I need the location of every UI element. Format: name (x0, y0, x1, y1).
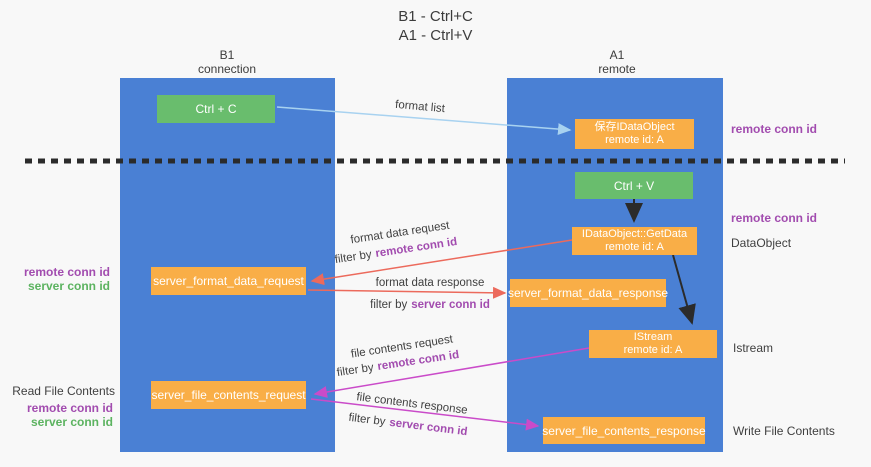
save-idataobject-title: 保存IDataObject (594, 121, 675, 133)
left-column-header: B1 connection (167, 48, 287, 76)
format-list-label: format list (395, 99, 446, 115)
right-remote-conn-id-mid: remote conn id (731, 211, 818, 225)
left-remote-conn-id-1: remote conn id (23, 265, 110, 279)
server-file-contents-request-node: server_file_contents_request (151, 381, 306, 409)
file-contents-response-text: file contents response (355, 391, 469, 417)
idataobject-getdata-node: IDataObject::GetData remote id: A (572, 227, 697, 255)
server-format-data-response-node: server_format_data_response (507, 279, 669, 307)
save-idataobject-remote-id: remote id: A (605, 134, 664, 146)
server-file-contents-response-label: server_file_contents_response (542, 423, 706, 438)
ctrl-v-label: Ctrl + V (613, 178, 655, 193)
server-format-data-request-node: server_format_data_request (151, 267, 306, 295)
dataobject-label: DataObject (731, 236, 792, 250)
left-conn-id-group-2: remote conn id server conn id (0, 401, 113, 429)
title-line-1: B1 - Ctrl+C (398, 8, 473, 25)
server-file-contents-response-node: server_file_contents_response (542, 417, 706, 444)
save-idataobject-node: 保存IDataObject remote id: A (575, 119, 694, 149)
ctrl-v-node: Ctrl + V (575, 172, 693, 199)
filter-by-text-4: filter by (347, 411, 387, 429)
title-line-2: A1 - Ctrl+V (398, 27, 473, 44)
read-file-contents-label: Read File Contents (12, 384, 115, 398)
istream-side-label: Istream (733, 341, 774, 355)
format-data-response-text: format data response (375, 277, 485, 289)
idataobject-getdata-remote-id: remote id: A (605, 241, 664, 253)
filter-by-text-1: filter by (334, 248, 373, 267)
file-contents-response-label: file contents response (356, 391, 469, 417)
left-server-conn-id-1: server conn id (27, 279, 110, 293)
diagram-title: B1 - Ctrl+C A1 - Ctrl+V (0, 7, 871, 45)
write-file-contents-label: Write File Contents (733, 424, 835, 438)
right-column-name: A1 (609, 48, 625, 62)
ctrl-c-label: Ctrl + C (195, 102, 237, 116)
server-format-data-request-label: server_format_data_request (153, 274, 304, 288)
filter-by-text-3: filter by (336, 361, 375, 380)
server-format-data-response-label: server_format_data_response (507, 286, 669, 300)
right-column-role: remote (598, 62, 636, 76)
filter-value-4: server conn id (388, 416, 469, 439)
format-data-response-label: format data response (376, 277, 485, 289)
left-conn-id-group-1: remote conn id server conn id (0, 265, 110, 293)
idataobject-getdata-title: IDataObject::GetData (581, 228, 688, 240)
left-server-conn-id-2: server conn id (30, 415, 113, 429)
istream-title: IStream (633, 331, 673, 343)
server-file-contents-request-label: server_file_contents_request (151, 388, 306, 402)
format-data-response-arrow (307, 286, 507, 299)
right-column-header: A1 remote (557, 48, 677, 76)
ctrl-c-node: Ctrl + C (157, 95, 275, 123)
left-column-name: B1 (219, 48, 235, 62)
format-list-text: format list (394, 98, 446, 116)
filter-by-text-2: filter by (370, 299, 408, 311)
right-remote-conn-id-top: remote conn id (731, 122, 818, 136)
istream-remote-id: remote id: A (623, 344, 683, 356)
left-remote-conn-id-2: remote conn id (26, 401, 113, 415)
left-column-role: connection (197, 62, 257, 76)
filter-value-2: server conn id (411, 299, 490, 311)
istream-node: IStream remote id: A (589, 330, 717, 358)
